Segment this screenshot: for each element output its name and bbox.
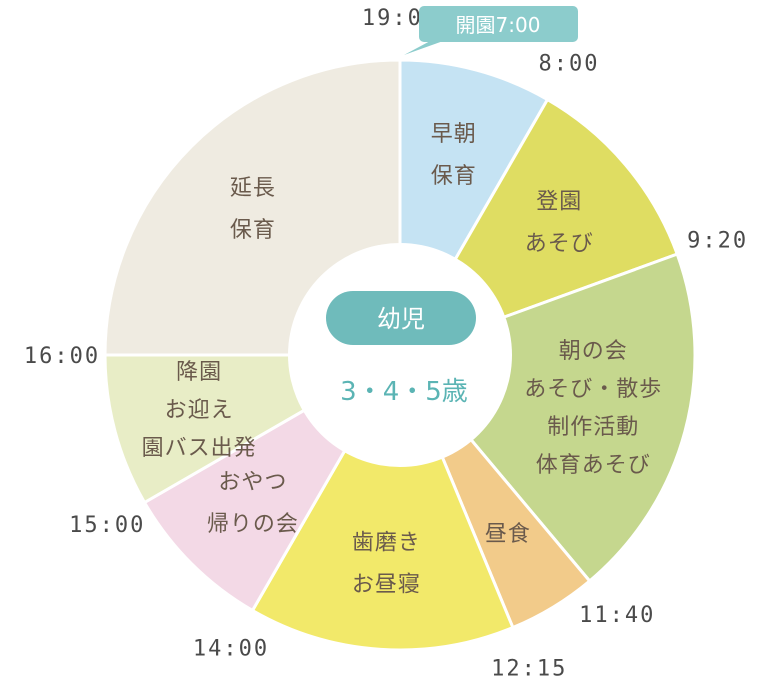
segment-label-line: 制作活動 <box>547 415 639 440</box>
time-label: 9:20 <box>687 228 748 253</box>
segment-labels: 早朝保育登園あそび朝の会あそび・散歩制作活動体育あそび昼食歯磨きお昼寝おやつ帰り… <box>142 122 662 598</box>
segment-label-line: 降園 <box>176 360 222 385</box>
time-label: 16:00 <box>24 344 100 369</box>
opening-badge-text: 開園7:00 <box>456 13 541 37</box>
segment-label-line: 帰りの会 <box>207 512 299 537</box>
segment-label-line: 早朝 <box>431 122 477 147</box>
segment-label-line: 登園 <box>536 189 582 214</box>
segment-label-line: お昼寝 <box>352 573 421 598</box>
opening-badge-bg <box>419 6 578 42</box>
time-label: 15:00 <box>69 513 145 538</box>
opening-badge: 開園7:00 <box>404 6 578 55</box>
segment-label-line: 園バス出発 <box>142 436 257 461</box>
segment-label-line: 歯磨き <box>352 531 421 556</box>
time-label: 14:00 <box>193 637 269 662</box>
opening-badge-pointer <box>404 40 446 55</box>
segment-label-1: 登園あそび <box>525 189 594 256</box>
segment-label-3: 昼食 <box>485 522 531 547</box>
center-title: 幼児 <box>377 305 425 333</box>
segment-4 <box>250 351 515 652</box>
center-circle <box>288 243 512 467</box>
segment-label-7: 延長保育 <box>230 176 276 243</box>
segment-label-line: お迎え <box>165 398 234 423</box>
segment-label-line: 延長 <box>230 176 276 201</box>
time-label: 12:15 <box>491 656 567 681</box>
segment-label-2: 朝の会あそび・散歩制作活動体育あそび <box>524 339 662 478</box>
segment-label-4: 歯磨きお昼寝 <box>352 531 421 598</box>
segment-label-line: あそび <box>525 231 594 256</box>
segment-label-6: 降園お迎え園バス出発 <box>142 360 257 461</box>
segment-label-line: 保育 <box>230 218 276 243</box>
time-label: 8:00 <box>539 51 600 76</box>
time-label: 11:40 <box>579 603 655 628</box>
segment-label-line: 保育 <box>431 164 477 189</box>
center-title-pill <box>326 291 476 345</box>
segment-label-line: 朝の会 <box>559 339 628 364</box>
segment-label-line: あそび・散歩 <box>524 377 662 402</box>
segment-label-line: 体育あそび <box>536 453 651 478</box>
segment-label-line: おやつ <box>218 470 287 495</box>
center-ages: 3・4・5歳 <box>340 377 468 407</box>
segment-label-line: 昼食 <box>485 522 531 547</box>
segment-label-5: おやつ帰りの会 <box>207 470 299 537</box>
segment-label-0: 早朝保育 <box>431 122 477 189</box>
